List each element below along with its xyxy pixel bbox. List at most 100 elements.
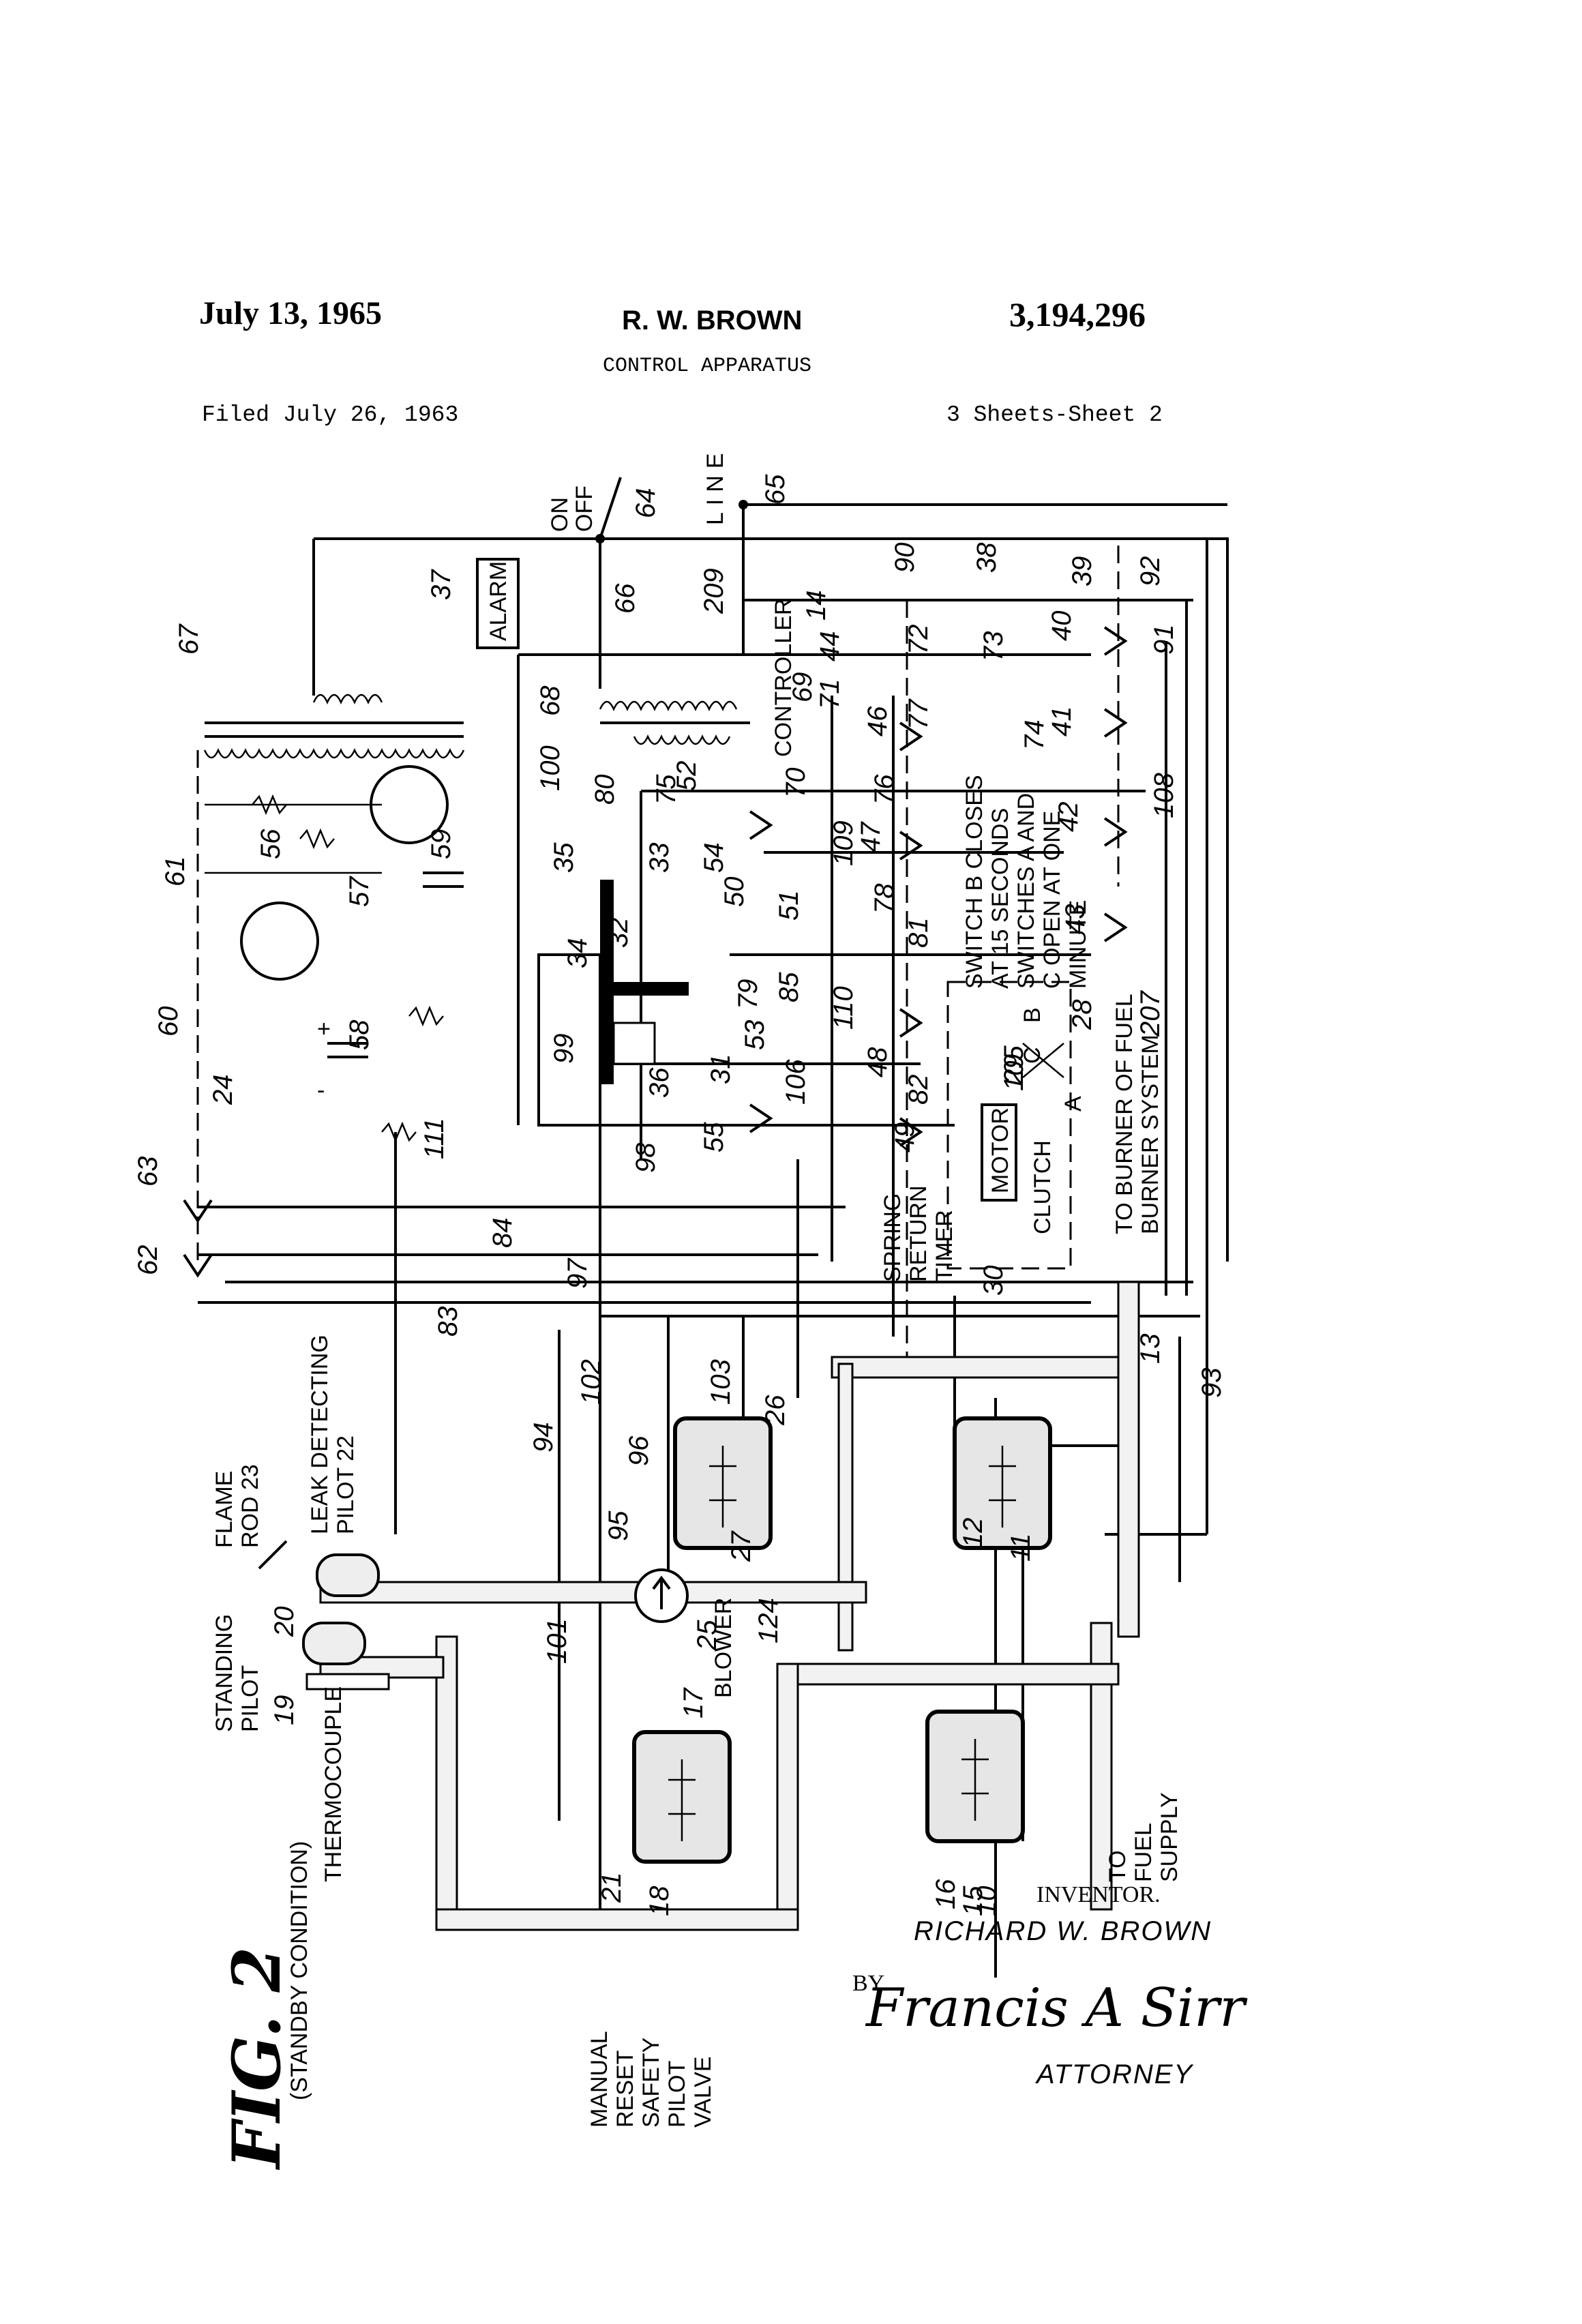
switch-letter-b: B: [1019, 1007, 1045, 1023]
ref-61: 61: [160, 856, 190, 887]
ref-124: 124: [753, 1598, 783, 1643]
ref-97: 97: [563, 1257, 593, 1289]
switch-letter-a: A: [1060, 1096, 1086, 1112]
ref-75: 75: [651, 774, 681, 805]
ref-35: 35: [549, 842, 579, 873]
ref-96: 96: [624, 1435, 654, 1466]
manual-valve-line-1: MANUAL: [586, 2031, 612, 2128]
ref-20: 20: [269, 1607, 299, 1638]
ref-11: 11: [1006, 1533, 1036, 1562]
ref-48: 48: [863, 1047, 893, 1077]
ref-17: 17: [678, 1687, 708, 1718]
manual-valve-line-2: RESET: [612, 2051, 638, 2128]
standing-pilot-line-1: STANDING: [211, 1614, 237, 1732]
ref-51: 51: [774, 891, 804, 921]
ref-93: 93: [1197, 1368, 1227, 1399]
switch-note-line-1: SWITCH B CLOSES: [961, 775, 987, 989]
ref-72: 72: [904, 625, 934, 655]
fuel-supply-line-2: FUEL: [1131, 1823, 1156, 1882]
ref-15: 15: [958, 1886, 988, 1916]
ref-16: 16: [931, 1879, 961, 1909]
ref-99: 99: [549, 1034, 579, 1064]
figure-condition: (STANDBY CONDITION): [286, 1841, 312, 2100]
timer-label-1: SPRING: [880, 1193, 906, 1282]
ref-70: 70: [781, 768, 811, 799]
ref-24: 24: [208, 1075, 238, 1106]
ref-33: 33: [644, 843, 674, 874]
ref-37: 37: [426, 569, 456, 600]
ref-56: 56: [256, 829, 286, 859]
leak-pilot-line-1: LEAK DETECTING: [307, 1335, 333, 1534]
flame-rod-line-2: ROD 23: [237, 1464, 263, 1548]
manual-valve-line-5: VALVE: [690, 2056, 716, 2128]
attorney-signature: Francis A Sirr: [866, 1978, 1245, 2039]
ref-25: 25: [692, 1620, 722, 1651]
ref-82: 82: [904, 1075, 934, 1105]
valve-26: [675, 1418, 771, 1548]
manual-valve-line-3: SAFETY: [638, 2038, 664, 2128]
svg-text:-: -: [317, 1077, 325, 1103]
ref-64: 64: [631, 488, 661, 519]
ref-207: 207: [1135, 990, 1165, 1037]
transformer-67: [205, 695, 464, 758]
ref-209: 209: [699, 568, 729, 614]
switch-note-line-4: C OPEN AT ONE: [1039, 811, 1065, 989]
ref-44: 44: [815, 631, 845, 662]
ref-38: 38: [972, 542, 1002, 573]
alarm-label: ALARM: [486, 561, 511, 641]
attorney-label: ATTORNEY: [1036, 2059, 1193, 2090]
ref-55: 55: [699, 1122, 729, 1152]
ref-68: 68: [535, 685, 565, 716]
ref-110: 110: [829, 986, 859, 1030]
thermocouple: [307, 1674, 389, 1689]
ref-83: 83: [433, 1307, 463, 1337]
ref-92: 92: [1135, 556, 1165, 587]
svg-text:+: +: [317, 1016, 331, 1042]
ref-62: 62: [133, 1245, 163, 1276]
leak-detecting-pilot: [317, 1555, 378, 1596]
ref-65: 65: [760, 474, 790, 505]
inventor-label: INVENTOR.: [1036, 1882, 1161, 1908]
ref-41: 41: [1047, 706, 1077, 737]
fuel-supply-line-1: TO: [1105, 1850, 1131, 1882]
ref-101: 101: [542, 1618, 572, 1664]
ref-103: 103: [706, 1359, 736, 1405]
ref-30: 30: [979, 1266, 1009, 1296]
timer-label-2: RETURN: [906, 1185, 931, 1282]
ref-106: 106: [781, 1059, 811, 1105]
ref-94: 94: [528, 1422, 558, 1453]
ref-74: 74: [1019, 720, 1049, 751]
motor-label: MOTOR: [987, 1107, 1013, 1193]
ref-78: 78: [869, 883, 899, 914]
switch-note-line-2: AT 15 SECONDS: [987, 808, 1013, 989]
ref-66: 66: [610, 583, 640, 614]
ref-21: 21: [597, 1873, 627, 1904]
ref-26: 26: [760, 1395, 790, 1426]
ref-34: 34: [563, 938, 593, 969]
burner-label-2: BURNER SYSTEM: [1137, 1034, 1163, 1234]
ref-42: 42: [1054, 802, 1084, 833]
ref-36: 36: [644, 1067, 674, 1098]
ref-57: 57: [344, 876, 374, 907]
timer-assembly: MOTOR CLUTCH A B C SPRING RETURN TIMER T…: [880, 994, 1163, 1282]
off-label: OFF: [571, 486, 597, 532]
ref-102: 102: [576, 1359, 606, 1405]
figure-title: FIG. 2 (STANDBY CONDITION): [218, 1841, 312, 2171]
reference-numerals: 10 11 12 13 14 15 16 17 18 19 20 21 24 2…: [133, 474, 1227, 1916]
ref-60: 60: [153, 1007, 183, 1037]
clutch-label: CLUTCH: [1030, 1140, 1056, 1234]
ref-46: 46: [863, 706, 893, 736]
ref-49: 49: [890, 1122, 920, 1153]
ref-39: 39: [1067, 556, 1097, 587]
ref-108: 108: [1149, 773, 1179, 818]
ref-63: 63: [133, 1157, 163, 1187]
ref-95: 95: [603, 1510, 633, 1541]
ref-54: 54: [699, 843, 729, 874]
ref-111: 111: [419, 1118, 449, 1159]
ref-69: 69: [788, 672, 818, 703]
ref-71: 71: [815, 679, 845, 710]
ref-28: 28: [1067, 999, 1097, 1030]
ref-27: 27: [726, 1530, 756, 1562]
ref-77: 77: [904, 698, 934, 730]
